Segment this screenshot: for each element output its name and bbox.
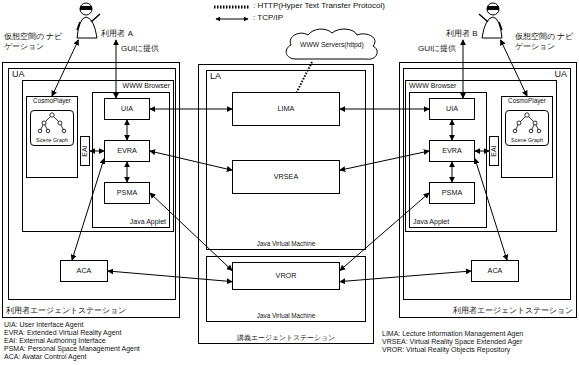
agent-box: LIMA bbox=[232, 92, 340, 126]
node-text: WWW Servers(httpd) bbox=[282, 41, 382, 48]
tcpip-connector bbox=[475, 159, 507, 260]
scene-graph-tree bbox=[38, 113, 66, 133]
agent-box: EVRA bbox=[429, 140, 475, 162]
tcpip-connector bbox=[340, 109, 429, 110]
node-text: VRSEA bbox=[233, 173, 339, 181]
edge-label: 仮想空間の ナビゲーション bbox=[4, 32, 64, 51]
applet-box: Java Applet UIA EVRA PSMA bbox=[409, 92, 487, 228]
node-text: ACA bbox=[472, 267, 518, 275]
edge-label: GUIに提供 bbox=[418, 44, 458, 54]
abbreviation-note: UIA: User Interface Agent bbox=[4, 321, 83, 329]
tcpip-connector bbox=[108, 271, 232, 282]
node-text: 利用者 B bbox=[446, 30, 478, 39]
vm-box: Java Virtual Machine VROR bbox=[206, 256, 366, 322]
node-text: 利用者エージェントステーション bbox=[453, 307, 573, 316]
node-text: Java Applet bbox=[413, 218, 449, 226]
tcpip-legend-sample bbox=[216, 19, 248, 20]
node-text: VROR bbox=[233, 272, 339, 280]
node-text: WWW Browser bbox=[409, 82, 456, 90]
node-text: CosmoPlayer bbox=[502, 98, 552, 105]
user-figure bbox=[479, 3, 502, 38]
interface-box: EAI bbox=[489, 136, 499, 166]
tcpip-connector bbox=[340, 271, 471, 282]
abbreviation-note: VROR: Virtual Reality Objects Repository bbox=[382, 346, 510, 354]
agent-group: UAWWW BrowserCosmoPlayerScene GraphJava … bbox=[403, 68, 571, 300]
agent-box: PSMA bbox=[429, 182, 475, 204]
node-text: 講義エージェントステーション bbox=[199, 334, 373, 342]
agent-group: UAWWW BrowserCosmoPlayerScene GraphJava … bbox=[8, 68, 176, 300]
scene-graph-box: Scene Graph bbox=[505, 110, 549, 146]
user-figure bbox=[77, 3, 100, 38]
browser-box: WWW BrowserCosmoPlayerScene GraphJava Ap… bbox=[405, 80, 557, 232]
abbreviation-note: EVRA: Extended Virtual Reality Agent bbox=[4, 329, 121, 337]
applet-box: Java Applet UIA EVRA PSMA bbox=[92, 92, 170, 228]
abbreviation-note: PSMA: Personal Space Management Agent bbox=[4, 345, 140, 353]
user: 利用者 B bbox=[443, 0, 507, 40]
edge-label: GUIに提供 bbox=[121, 44, 161, 54]
abbreviation-note: ACA: Avatar Control Agent bbox=[4, 353, 86, 361]
node-text: EAI bbox=[490, 145, 498, 156]
scene-graph-tree bbox=[513, 113, 541, 133]
node-text: EVRA bbox=[105, 147, 149, 155]
agent-station: 利用者エージェントステーション UA WWW BrowserCosmoPlayerS… bbox=[399, 62, 577, 318]
server-cloud: WWW Servers(httpd) bbox=[282, 28, 382, 62]
user: 利用者 A bbox=[72, 0, 136, 40]
agent-box: ACA bbox=[471, 260, 519, 282]
agent-box: VRSEA bbox=[232, 160, 340, 194]
agent-box: UIA bbox=[429, 98, 475, 120]
tcpip-connector bbox=[150, 109, 232, 110]
node-text: CosmoPlayer bbox=[27, 98, 77, 105]
legend-text: : HTTP(Hyper Text Transfer Protocol) bbox=[253, 2, 385, 11]
browser-box: WWW BrowserCosmoPlayerScene GraphJava Ap… bbox=[22, 80, 174, 232]
tcpip-connector bbox=[150, 151, 232, 170]
node-text: PSMA bbox=[430, 189, 474, 197]
agent-box: PSMA bbox=[104, 182, 150, 204]
player-box: CosmoPlayerScene Graph bbox=[26, 96, 78, 178]
node-text: WWW Browser bbox=[123, 82, 170, 90]
abbreviation-note: VRSEA: Virtual Reality Space Extended Ag… bbox=[382, 338, 522, 346]
tcpip-connector bbox=[463, 40, 464, 98]
node-text: EAI bbox=[81, 145, 89, 156]
node-text: UIA bbox=[105, 105, 149, 113]
node-text: LA bbox=[210, 72, 221, 82]
tcpip-connector bbox=[340, 151, 429, 170]
node-text: ACA bbox=[61, 267, 107, 275]
agent-station: 講義エージェントステーション LA Java Virtual Machine LIMA… bbox=[198, 64, 374, 344]
scene-graph-box: Scene Graph bbox=[30, 110, 74, 146]
agent-group: LA Java Virtual Machine LIMA VRSEA bbox=[206, 70, 366, 250]
player-box: CosmoPlayerScene Graph bbox=[501, 96, 553, 178]
interface-box: EAI bbox=[80, 136, 90, 166]
agent-station: 利用者エージェントステーション UA WWW BrowserCosmoPlayerS… bbox=[2, 62, 180, 318]
http-connector bbox=[297, 62, 312, 92]
node-text: Java Virtual Machine bbox=[207, 313, 365, 320]
node-text: 利用者エージェントステーション bbox=[6, 307, 126, 316]
tcpip-connector bbox=[127, 162, 128, 182]
abbreviation-note: EAI: External Authoring Interface bbox=[4, 337, 106, 345]
node-text: EVRA bbox=[430, 147, 474, 155]
tcpip-connector bbox=[452, 120, 453, 140]
agent-box: UIA bbox=[104, 98, 150, 120]
node-text: Java Applet bbox=[130, 218, 166, 226]
tcpip-connector bbox=[72, 159, 104, 260]
repository-box: VROR bbox=[232, 262, 340, 290]
http-legend-sample bbox=[214, 6, 250, 9]
node-text: UA bbox=[12, 70, 25, 80]
legend-text: : TCP/IP bbox=[253, 14, 283, 23]
tcpip-connector bbox=[452, 162, 453, 182]
abbreviation-note: LIMA: Lecture Information Management Age… bbox=[382, 330, 523, 338]
edge-label: 仮想空間の ナビゲーション bbox=[515, 32, 575, 51]
agent-box: ACA bbox=[60, 260, 108, 282]
node-text: Scene Graph bbox=[506, 138, 548, 144]
node-text: UIA bbox=[430, 105, 474, 113]
node-text: Java Virtual Machine bbox=[207, 241, 365, 248]
tcpip-connector bbox=[116, 40, 117, 98]
agent-box: EVRA bbox=[104, 140, 150, 162]
node-text: 利用者 A bbox=[101, 30, 133, 39]
node-text: UA bbox=[554, 70, 567, 80]
node-text: Scene Graph bbox=[31, 138, 73, 144]
node-text: PSMA bbox=[105, 189, 149, 197]
tcpip-connector bbox=[127, 120, 128, 140]
node-text: LIMA bbox=[233, 105, 339, 113]
